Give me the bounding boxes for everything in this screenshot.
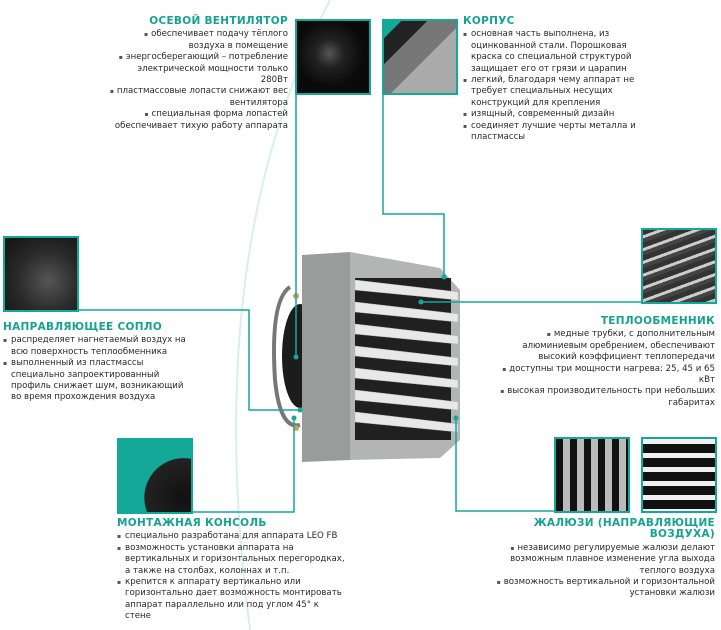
housing-item: легкий, благодаря чему аппарат не требуе… bbox=[463, 75, 643, 109]
console-callout-line bbox=[192, 418, 295, 513]
fan-photo bbox=[295, 19, 371, 95]
fan-item: энергосберегающий – потребление электрич… bbox=[108, 52, 288, 86]
louvers-title: ЖАЛЮЗИ (НАПРАВЛЯЮЩИЕ ВОЗДУХА) bbox=[533, 517, 715, 541]
louvers-item: возможность вертикальной и горизонтально… bbox=[485, 577, 715, 600]
nozzle-item: распределяет нагнетаемый воздух на всю п… bbox=[3, 335, 195, 358]
fan-item: специальная форма лопастей обеспечивает … bbox=[108, 109, 288, 132]
console-item: специально разработана для аппарата LEO … bbox=[117, 531, 347, 543]
housing-item: основная часть выполнена, из оцинкованно… bbox=[463, 29, 643, 75]
console-section: МОНТАЖНАЯ КОНСОЛЬ специально разработана… bbox=[117, 517, 347, 623]
fan-item: пластмассовые лопасти снижают вес вентил… bbox=[108, 86, 288, 109]
console-title: МОНТАЖНАЯ КОНСОЛЬ bbox=[117, 517, 267, 529]
housing-item: соединяет лучшие черты металла и пластма… bbox=[463, 121, 643, 144]
louvers-item: независимо регулируемые жалюзи делают во… bbox=[485, 543, 715, 577]
fan-section: ОСЕВОЙ ВЕНТИЛЯТОР обеспечивает подачу тё… bbox=[108, 15, 288, 132]
nozzle-photo bbox=[3, 236, 79, 312]
nozzle-title: НАПРАВЛЯЮЩЕЕ СОПЛО bbox=[3, 321, 163, 333]
louver-vertical-photo bbox=[554, 437, 630, 513]
nozzle-section: НАПРАВЛЯЮЩЕЕ СОПЛО распределяет нагнетае… bbox=[3, 321, 195, 404]
housing-item: изящный, современный дизайн bbox=[463, 109, 643, 121]
exchanger-section: ТЕПЛООБМЕННИК медные трубки, с дополните… bbox=[485, 315, 715, 409]
exchanger-title: ТЕПЛООБМЕННИК bbox=[600, 315, 715, 327]
exchanger-photo bbox=[641, 228, 717, 304]
console-item: крепится к аппарату вертикально или гори… bbox=[117, 577, 347, 623]
housing-callout-line bbox=[382, 93, 445, 277]
console-item: возможность установки аппарата на вертик… bbox=[117, 543, 347, 577]
exchanger-item: доступны три мощности нагрева: 25, 45 и … bbox=[485, 364, 715, 387]
fan-item: обеспечивает подачу тёплого воздуха в по… bbox=[108, 29, 288, 52]
heater-unit bbox=[272, 252, 460, 462]
fan-title: ОСЕВОЙ ВЕНТИЛЯТОР bbox=[149, 15, 288, 27]
louver-horizontal-photo bbox=[641, 437, 717, 513]
console-photo bbox=[117, 438, 193, 514]
nozzle-callout-line bbox=[77, 309, 300, 411]
exchanger-item: медные трубки, с дополнительным алюминие… bbox=[485, 329, 715, 363]
nozzle-item: выполненный из пластмассы специально зап… bbox=[3, 358, 195, 404]
louvers-section: ЖАЛЮЗИ (НАПРАВЛЯЮЩИЕ ВОЗДУХА) независимо… bbox=[485, 517, 715, 600]
housing-section: КОРПУС основная часть выполнена, из оцин… bbox=[463, 15, 643, 144]
housing-photo bbox=[382, 19, 458, 95]
louvers-callout-line bbox=[455, 418, 554, 512]
housing-title: КОРПУС bbox=[463, 15, 515, 27]
exchanger-item: высокая производительность при небольших… bbox=[485, 386, 715, 409]
